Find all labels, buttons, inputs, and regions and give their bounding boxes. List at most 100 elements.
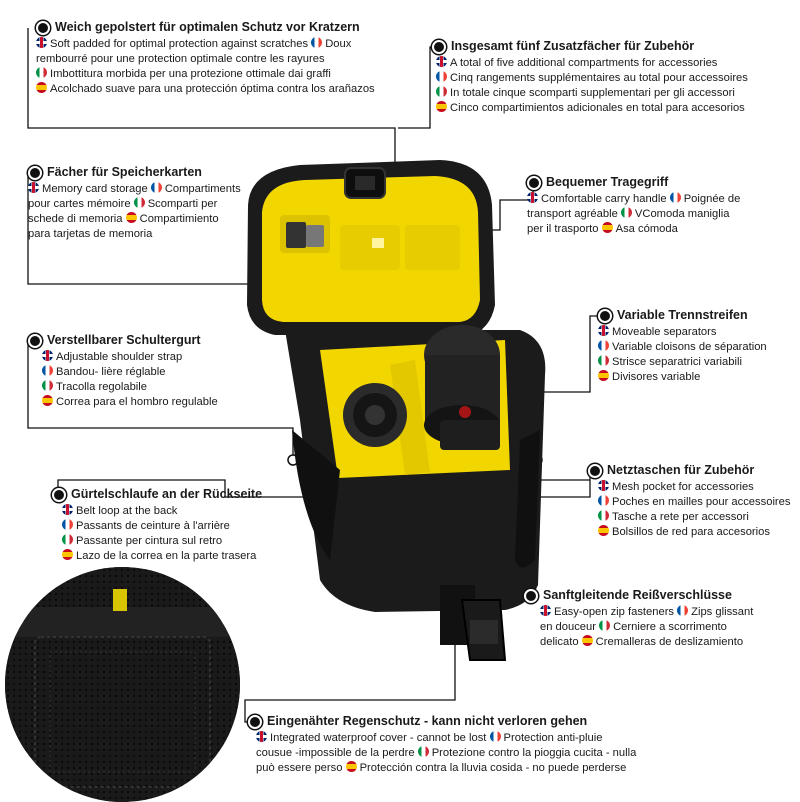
- text-line: Tracolla regolabile: [42, 380, 268, 395]
- text-line: A total of five additional compartments …: [436, 56, 800, 71]
- callout-compartments: Insgesamt fünf Zusatzfächer für Zubehör …: [432, 39, 800, 116]
- text-line: Strisce separatrici variabili: [598, 355, 798, 370]
- text-segment: Integrated waterproof cover - cannot be …: [270, 732, 490, 744]
- text-segment: para tarjetas de memoria: [28, 228, 153, 240]
- text-line: Poches en mailles pour accessoires: [598, 495, 798, 510]
- callout-title: Fächer für Speicherkarten: [47, 165, 202, 179]
- text-line: delicato Cremalleras de deslizamiento: [540, 635, 774, 650]
- text-line: rembourré pour une protection optimale c…: [36, 52, 426, 67]
- callout-padded: Weich gepolstert für optimalen Schutz vo…: [36, 20, 426, 97]
- text-line: Correa para el hombro regulable: [42, 395, 268, 410]
- text-segment: Cerniere a scorrimento: [613, 621, 727, 633]
- callout-zips: Sanftgleitende Reißverschlüsse Easy-open…: [524, 588, 774, 650]
- italy-flag-icon: [417, 746, 429, 757]
- uk-flag-icon: [436, 56, 447, 67]
- text-segment: cousue -impossible de la perdre: [256, 747, 418, 759]
- text-segment: per il trasporto: [527, 223, 602, 235]
- text-segment: VComoda maniglia: [634, 208, 730, 220]
- spain-flag-icon: [125, 212, 137, 223]
- text-segment: Mesh pocket for accessories: [612, 481, 754, 493]
- text-segment: Soft padded for optimal protection again…: [50, 38, 312, 50]
- text-segment: Compartimiento: [139, 213, 219, 225]
- france-flag-icon: [62, 519, 73, 530]
- bullet-icon: [588, 463, 602, 478]
- text-segment: rembourré pour une protection optimale c…: [36, 53, 325, 65]
- callout-title: Insgesamt fünf Zusatzfächer für Zubehör: [451, 39, 695, 53]
- uk-flag-icon: [598, 325, 609, 336]
- text-line: para tarjetas de memoria: [28, 227, 278, 242]
- bullet-icon: [524, 588, 538, 603]
- text-segment: Scomparti per: [147, 198, 218, 210]
- callout-title: Netztaschen für Zubehör: [607, 463, 755, 477]
- text-segment: Acolchado suave para una protección ópti…: [50, 83, 375, 95]
- text-line: Belt loop at the back: [62, 504, 292, 519]
- text-segment: Easy-open zip fasteners: [554, 606, 678, 618]
- callout-shoulder-strap: Verstellbarer Schultergurt Adjustable sh…: [28, 333, 268, 410]
- callout-title: Gürtelschlaufe an der Rückseite: [71, 487, 263, 501]
- callout-text: A total of five additional compartments …: [432, 56, 800, 116]
- text-line: Acolchado suave para una protección ópti…: [36, 82, 426, 97]
- text-line: In totale cinque scomparti supplementari…: [436, 86, 800, 101]
- italy-flag-icon: [62, 534, 73, 545]
- france-flag-icon: [42, 365, 53, 376]
- france-flag-icon: [677, 605, 689, 616]
- text-line: Memory card storage Compartiments: [28, 182, 278, 197]
- text-segment: Lazo de la correa en la parte trasera: [76, 550, 257, 562]
- text-line: Passants de ceinture à l'arrière: [62, 519, 292, 534]
- text-line: Bandou- lière réglable: [42, 365, 268, 380]
- text-segment: Compartiments: [164, 183, 241, 195]
- text-line: Adjustable shoulder strap: [42, 350, 268, 365]
- spain-flag-icon: [598, 370, 609, 381]
- text-line: transport agréable VComoda maniglia: [527, 207, 787, 222]
- text-segment: Strisce separatrici variabili: [612, 356, 742, 368]
- text-line: schede di memoria Compartimiento: [28, 212, 278, 227]
- text-segment: transport agréable: [527, 208, 621, 220]
- text-segment: Comfortable carry handle: [541, 193, 670, 205]
- bullet-icon: [432, 39, 446, 54]
- text-segment: schede di memoria: [28, 213, 126, 225]
- france-flag-icon: [436, 71, 447, 82]
- text-segment: Cremalleras de deslizamiento: [595, 636, 744, 648]
- uk-flag-icon: [598, 480, 609, 491]
- spain-flag-icon: [581, 635, 593, 646]
- callout-memory-cards: Fächer für Speicherkarten Memory card st…: [28, 165, 278, 242]
- text-segment: Correa para el hombro regulable: [56, 396, 218, 408]
- text-segment: Poches en mailles pour accessoires: [612, 496, 791, 508]
- text-segment: Passants de ceinture à l'arrière: [76, 520, 230, 532]
- italy-flag-icon: [133, 197, 145, 208]
- uk-flag-icon: [527, 192, 538, 203]
- text-line: pour cartes mémoire Scomparti per: [28, 197, 278, 212]
- callout-title: Weich gepolstert für optimalen Schutz vo…: [55, 20, 360, 34]
- callout-separators: Variable Trennstreifen Moveable separato…: [598, 308, 798, 385]
- callout-title: Verstellbarer Schultergurt: [47, 333, 201, 347]
- separator: [390, 360, 430, 475]
- spain-flag-icon: [42, 395, 53, 406]
- callout-text: Integrated waterproof cover - cannot be …: [248, 731, 678, 776]
- text-line: Comfortable carry handle Poignée de: [527, 192, 787, 207]
- text-segment: Cinq rangements supplémentaires au total…: [450, 72, 748, 84]
- text-segment: Tracolla regolabile: [56, 381, 147, 393]
- spain-flag-icon: [36, 82, 47, 93]
- callout-rain-cover: Eingenähter Regenschutz - kann nicht ver…: [248, 714, 678, 776]
- text-segment: Adjustable shoulder strap: [56, 351, 183, 363]
- italy-flag-icon: [598, 510, 609, 521]
- text-segment: delicato: [540, 636, 582, 648]
- text-segment: Asa cómoda: [615, 223, 678, 235]
- text-line: Soft padded for optimal protection again…: [36, 37, 426, 52]
- text-line: Cinq rangements supplémentaires au total…: [436, 71, 800, 86]
- uk-flag-icon: [62, 504, 73, 515]
- callout-title: Sanftgleitende Reißverschlüsse: [543, 588, 732, 602]
- italy-flag-icon: [598, 355, 609, 366]
- text-segment: Tasche a rete per accessori: [612, 511, 749, 523]
- italy-flag-icon: [599, 620, 611, 631]
- bullet-icon: [36, 20, 50, 35]
- callout-mesh-pocket: Netztaschen für Zubehör Mesh pocket for …: [588, 463, 798, 540]
- callout-title: Eingenähter Regenschutz - kann nicht ver…: [267, 714, 588, 728]
- text-line: può essere perso Protección contra la ll…: [256, 761, 678, 776]
